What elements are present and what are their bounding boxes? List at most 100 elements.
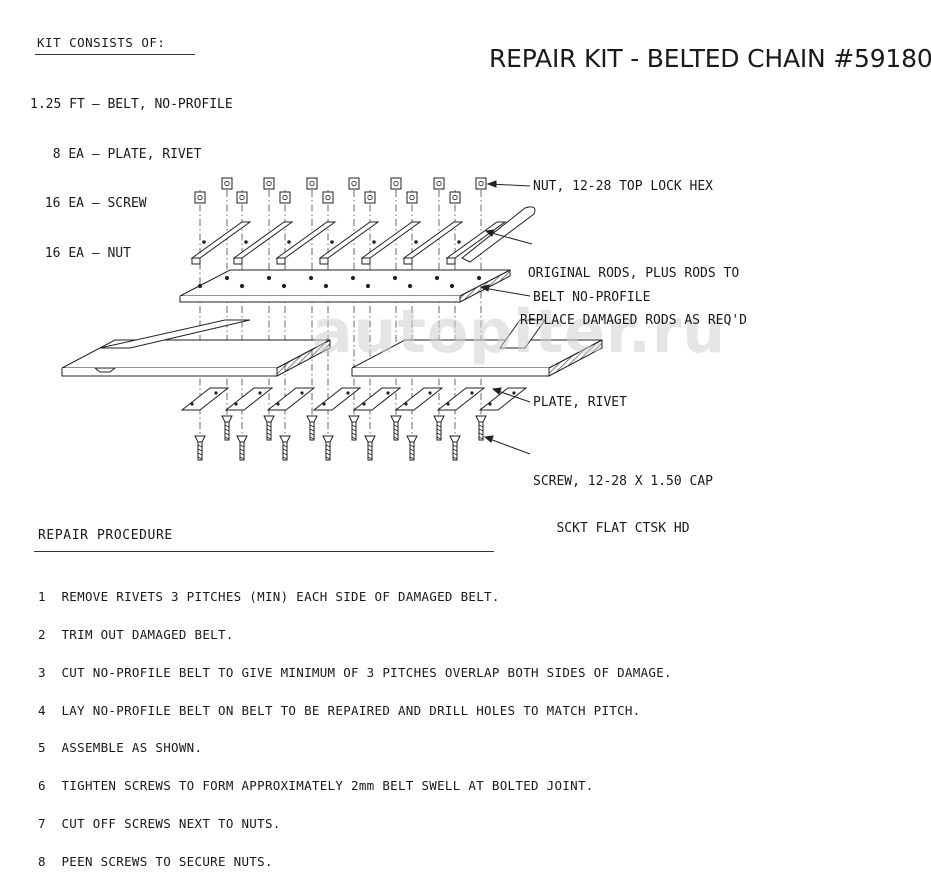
exploded-assembly-diagram xyxy=(61,177,603,461)
screw-thread xyxy=(197,452,203,456)
nut-icon xyxy=(279,191,291,204)
nut-hole xyxy=(309,180,315,187)
nut-hole xyxy=(351,180,357,187)
screw-icon xyxy=(433,415,445,441)
rod-end xyxy=(319,258,329,265)
screw-thread xyxy=(478,424,484,428)
screw-thread xyxy=(393,428,399,432)
kit-list: 1.25 FT – BELT, NO-PROFILE 8 EA – PLATE,… xyxy=(30,64,233,279)
plate-body xyxy=(180,387,230,411)
rivet-plate xyxy=(436,387,486,411)
screw-thread xyxy=(309,428,315,432)
rod-body xyxy=(190,221,252,259)
nut-icon xyxy=(348,177,360,190)
nut-hole xyxy=(452,194,458,201)
rod-hole xyxy=(372,240,376,244)
belt-hole xyxy=(308,275,314,281)
nut-hole xyxy=(239,194,245,201)
screw-thread xyxy=(309,432,315,436)
procedure-step: 8 PEEN SCREWS TO SECURE NUTS. xyxy=(38,853,273,869)
nut-hole xyxy=(224,180,230,187)
procedure-step: 2 TRIM OUT DAMAGED BELT. xyxy=(38,626,234,642)
rod-end xyxy=(446,258,456,265)
rod-body xyxy=(402,221,464,259)
kit-item-desc: SCREW xyxy=(107,196,147,211)
screw-thread xyxy=(409,456,415,460)
screw-icon xyxy=(364,435,376,461)
watermark-text: autopiter.ru xyxy=(312,297,727,367)
rivet-plates xyxy=(180,387,528,411)
nuts xyxy=(194,177,487,204)
rod-end xyxy=(276,258,286,265)
callout-rods-line2: REPLACE DAMAGED RODS AS REQ'D xyxy=(520,312,747,328)
screw-head xyxy=(433,415,445,423)
screw-thread xyxy=(309,424,315,428)
screw-thread xyxy=(266,424,272,428)
belt-hole xyxy=(239,283,245,289)
rod-end xyxy=(361,258,371,265)
kit-item: 16 EA – SCREW xyxy=(30,196,233,213)
screw-thread xyxy=(224,424,230,428)
screw-thread xyxy=(239,444,245,448)
procedure-step: 5 ASSEMBLE AS SHOWN. xyxy=(38,740,203,756)
belt-hole xyxy=(434,275,440,281)
rod xyxy=(360,221,422,265)
kit-heading: KIT CONSISTS OF: xyxy=(37,35,166,50)
screw-icon xyxy=(263,415,275,441)
screw-thread xyxy=(351,432,357,436)
kit-item-desc: BELT, NO-PROFILE xyxy=(107,97,233,112)
nut-icon xyxy=(406,191,418,204)
callout-nut: NUT, 12-28 TOP LOCK HEX xyxy=(533,179,714,194)
rivet-plate xyxy=(224,387,274,411)
screw-icon xyxy=(322,435,334,461)
rivet-plate xyxy=(312,387,362,411)
nut-body xyxy=(322,191,334,204)
screw-head xyxy=(194,435,206,443)
procedure-step: 3 CUT NO-PROFILE BELT TO GIVE MINIMUM OF… xyxy=(38,664,672,680)
leader-arrow-icon xyxy=(486,180,497,188)
screw-icon xyxy=(406,435,418,461)
screw-thread xyxy=(239,456,245,460)
screw-thread xyxy=(367,448,373,452)
screw-icon xyxy=(390,415,402,441)
screw-thread xyxy=(325,444,331,448)
belt-hole xyxy=(365,283,371,289)
screw-thread xyxy=(478,436,484,440)
nut-icon xyxy=(390,177,402,190)
rod-end xyxy=(191,258,201,265)
rivet-plate xyxy=(180,387,230,411)
rod-end xyxy=(233,258,243,265)
plate-body xyxy=(312,387,362,411)
plate-body xyxy=(478,387,528,411)
screw-thread xyxy=(452,448,458,452)
plate-body xyxy=(224,387,274,411)
rod-hole xyxy=(202,240,206,244)
rod-hole xyxy=(457,240,461,244)
belt-original-right xyxy=(351,319,603,377)
callout-plate: PLATE, RIVET xyxy=(533,395,627,410)
nut-hole xyxy=(266,180,272,187)
callout-rods: ORIGINAL RODS, PLUS RODS TO REPLACE DAMA… xyxy=(520,235,747,344)
screw-head xyxy=(406,435,418,443)
rod-end xyxy=(403,258,413,265)
rods xyxy=(190,206,536,265)
rivet-plate xyxy=(352,387,402,411)
rod xyxy=(190,221,252,265)
screw-thread xyxy=(224,428,230,432)
procedure-list: 1 REMOVE RIVETS 3 PITCHES (MIN) EACH SID… xyxy=(38,566,672,881)
nut-icon xyxy=(194,191,206,204)
nut-body xyxy=(390,177,402,190)
rod-hole xyxy=(287,240,291,244)
callout-screw-line1: SCREW, 12-28 X 1.50 CAP xyxy=(533,474,714,489)
nut-hole xyxy=(197,194,203,201)
screw-thread xyxy=(266,436,272,440)
rod-body xyxy=(360,221,422,259)
plate-body xyxy=(394,387,444,411)
plate-hole xyxy=(428,391,432,395)
callout-screw-line2: SCKT FLAT CTSK HD xyxy=(556,520,690,536)
belt-hole xyxy=(266,275,272,281)
callout-rods-line1: ORIGINAL RODS, PLUS RODS TO xyxy=(527,266,740,281)
screw-head xyxy=(475,415,487,423)
plate-body xyxy=(352,387,402,411)
kit-item: 16 EA – NUT xyxy=(30,246,233,263)
